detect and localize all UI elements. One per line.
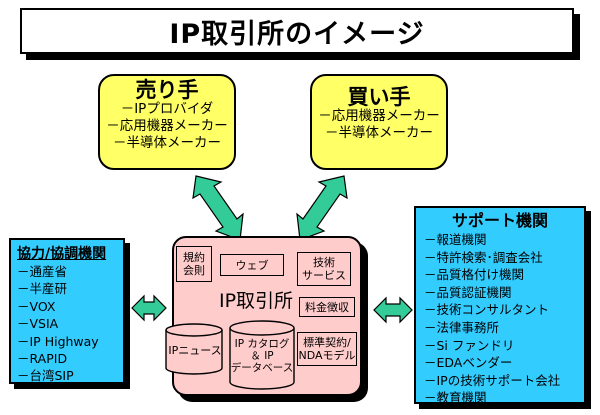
catalog-line: IP カタログ (234, 338, 290, 350)
buyer-exchange-arrow (296, 175, 348, 241)
contract-line: NDAモデル (298, 349, 356, 362)
catalog-label: IP カタログ ＆ IP データベース (230, 338, 294, 374)
contract-line: 標準契約/ (303, 336, 351, 349)
cooperation-item: －台湾SIP (17, 368, 74, 384)
seller-item: －IPプロバイダ (120, 101, 214, 117)
support-box: サポート機関 －報道機関 －特許検索･調査会社 －品質格付け機関 －品質認証機関… (414, 206, 586, 406)
web-node: ウェブ (220, 254, 284, 276)
rules-line: 規約 (183, 251, 205, 264)
support-item: －IPの技術サポート会社 (424, 372, 561, 388)
catalog-database-icon (229, 328, 295, 390)
support-item: －法律事務所 (424, 319, 500, 335)
support-item: －EDAベンダー (424, 355, 513, 371)
support-exchange-arrow (373, 296, 413, 324)
catalog-database-top (229, 320, 295, 336)
tech-service-node: 技術 サービス (297, 252, 351, 286)
cooperation-item: －半産研 (17, 281, 68, 297)
cooperation-item: －VOX (17, 298, 56, 314)
seller-item: －応用機器メーカー (106, 118, 228, 134)
seller-box: 売り手 －IPプロバイダ －応用機器メーカー －半導体メーカー (98, 74, 236, 170)
tech-line: 技術 (313, 256, 335, 269)
exchange-label: IP取引所 (218, 290, 294, 312)
buyer-item: －応用機器メーカー (318, 108, 440, 124)
seller-title: 売り手 (135, 78, 199, 102)
tech-line: サービス (302, 269, 346, 282)
database-cylinders (165, 320, 295, 390)
buyer-box: 買い手 －応用機器メーカー －半導体メーカー (310, 74, 448, 170)
cooperation-item: －VSIA (17, 316, 59, 332)
cooperation-item: －通産省 (17, 264, 68, 279)
web-label: ウェブ (235, 258, 269, 272)
catalog-line: ＆ IP (250, 350, 274, 362)
news-database-top (165, 323, 223, 337)
support-item: －特許検索･調査会社 (424, 249, 543, 265)
cooperation-box: 協力/協調機関 －通産省 －半産研 －VOX －VSIA －IP Highway… (9, 238, 125, 384)
fee-node: 料金徴収 (299, 297, 355, 317)
cooperation-title: 協力/協調機関 (17, 246, 107, 262)
support-item: －技術コンサルタント (424, 302, 550, 318)
support-item: －教育機関 (424, 390, 487, 406)
fee-label: 料金徴収 (305, 300, 349, 314)
buyer-item: －半導体メーカー (325, 125, 433, 141)
catalog-line: データベース (230, 362, 294, 374)
seller-exchange-arrow (192, 175, 244, 241)
news-database-icon (165, 330, 223, 375)
rules-node: 規約 会則 (176, 246, 212, 282)
news-label: IPニュース (168, 344, 222, 357)
cooperation-item: －RAPID (17, 351, 68, 367)
support-item: －Si ファンドリ (424, 337, 515, 353)
cooperation-exchange-arrow (131, 294, 167, 322)
cooperation-item: －IP Highway (17, 333, 99, 349)
buyer-title: 買い手 (347, 85, 411, 109)
seller-item: －半導体メーカー (113, 135, 221, 151)
support-item: －報道機関 (424, 232, 487, 247)
support-title: サポート機関 (451, 211, 548, 230)
support-item: －品質格付け機関 (424, 267, 525, 283)
rules-line: 会則 (183, 264, 205, 277)
support-item: －品質認証機関 (424, 284, 512, 300)
contract-node: 標準契約/ NDAモデル (297, 332, 357, 366)
page-title: IP取引所のイメージ (20, 8, 574, 54)
